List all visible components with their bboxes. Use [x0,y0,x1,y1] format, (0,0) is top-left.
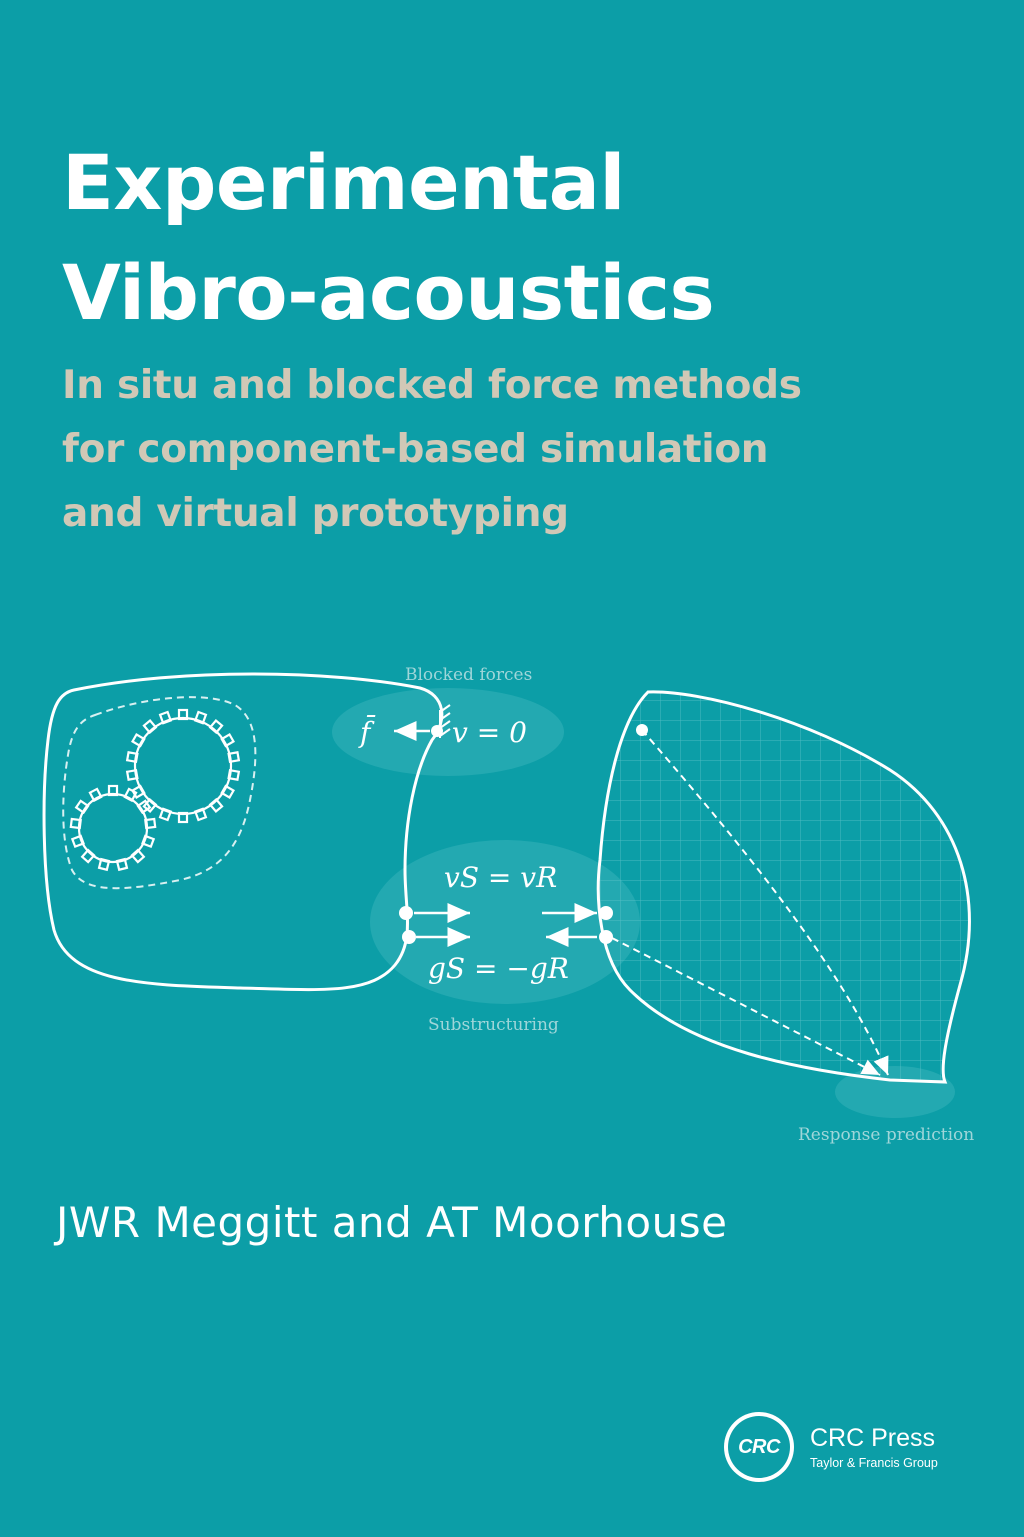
source-interface-point-1 [399,906,413,920]
large-gear-icon [125,708,241,824]
source-interface-point-2 [402,930,416,944]
blocked-force-highlight [332,688,564,776]
substructuring-highlight [370,840,640,1004]
blocked-velocity-equation: v = 0 [452,716,527,749]
subtitle-line-3: and virtual prototyping [62,491,569,536]
response-path-dashed [641,729,889,1076]
force-coupling-equation: gS = −gR [428,952,569,985]
title-line-2: Vibro-acoustics [62,248,715,337]
source-inner-dashed-outline [62,696,257,890]
receiver-source-point [636,724,648,736]
subtitle-line-1: In situ and blocked force methods [62,363,802,408]
cover-illustration: Blocked forces Substructuring Response p… [42,665,974,1145]
crc-badge-icon: CRC [724,1412,794,1482]
receiver-structure-outline [596,690,971,1084]
response-prediction-label: Response prediction [798,1125,974,1145]
blocked-forces-label: Blocked forces [405,665,532,685]
authors: JWR Meggitt and AT Moorhouse [56,1198,728,1247]
blocked-point [431,725,443,737]
transfer-path-dashed [611,937,881,1076]
receiver-interface-point-1 [599,906,613,920]
substructuring-label: Substructuring [428,1015,559,1035]
book-title: Experimental Vibro-acoustics [62,128,715,348]
publisher-group: Taylor & Francis Group [810,1456,938,1470]
subtitle-line-2: for component-based simulation [62,427,769,472]
source-substructure-outline [42,672,444,992]
small-gear-icon [69,784,157,872]
crc-badge-text: CRC [728,1416,790,1478]
publisher-logo: CRC CRC Press Taylor & Francis Group [724,1408,994,1488]
book-subtitle: In situ and blocked force methods for co… [62,354,802,546]
receiver-interface-point-2 [599,930,613,944]
publisher-name: CRC Press [810,1424,936,1452]
title-line-1: Experimental [62,138,625,227]
velocity-coupling-equation: vS = vR [444,861,557,894]
